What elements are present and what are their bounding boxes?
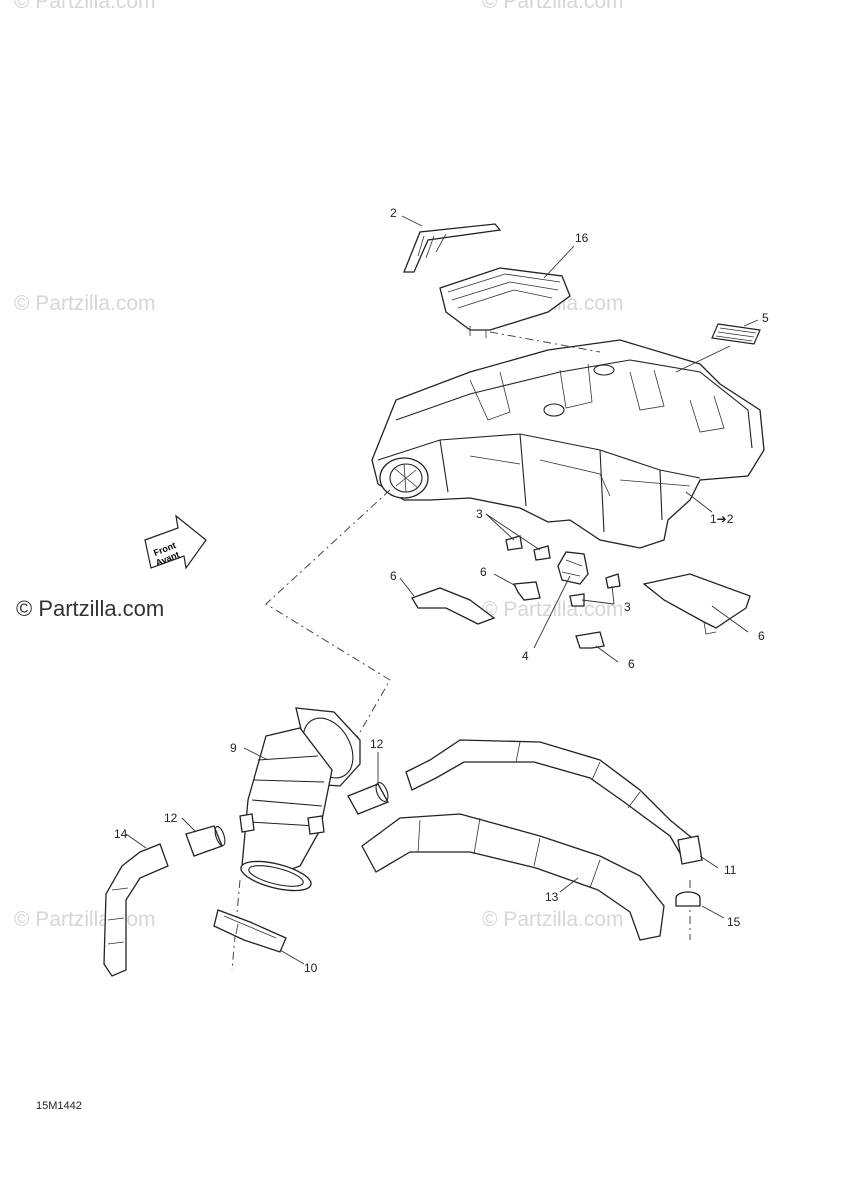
part-12-fittings — [185, 781, 389, 857]
part-6-brackets — [411, 573, 751, 649]
callout-2: 2 — [390, 206, 397, 220]
watermark-mid-left: © Partzilla.com — [14, 292, 156, 315]
callout-6-bottom: 6 — [628, 657, 635, 671]
part-3-clips — [505, 535, 621, 607]
callout-12-right: 12 — [370, 737, 384, 751]
callout-5: 5 — [762, 311, 769, 325]
callout-16: 16 — [575, 231, 589, 245]
callouts: 2 16 5 1➔2 3 3 6 6 6 6 4 9 12 12 14 10 1… — [114, 206, 769, 975]
assembly-centerlines — [231, 331, 691, 971]
callout-10: 10 — [304, 961, 318, 975]
diagram-code: 15M1442 — [36, 1100, 82, 1112]
part-9-intake-boot — [239, 707, 361, 892]
callout-12-left: 12 — [164, 811, 178, 825]
callout-3-upper: 3 — [476, 507, 483, 521]
callout-15: 15 — [727, 915, 741, 929]
part-4-bracket — [557, 551, 589, 585]
part-2-strap — [403, 223, 502, 273]
part-13-hose — [361, 813, 665, 941]
part-15-clamp — [675, 891, 701, 907]
callout-6-left: 6 — [390, 569, 397, 583]
callout-3-lower: 3 — [624, 600, 631, 614]
watermark-top-right: © Partzilla.com — [482, 0, 624, 13]
watermark-top-left: © Partzilla.com — [14, 0, 156, 13]
callout-13: 13 — [545, 890, 559, 904]
callout-11: 11 — [724, 863, 737, 877]
front-direction-arrow: Front Avant — [144, 514, 207, 570]
callout-6-mid: 6 — [480, 565, 487, 579]
callout-14: 14 — [114, 827, 128, 841]
part-10-clamp — [213, 909, 287, 953]
watermark-main: © Partzilla.com — [16, 596, 165, 621]
callout-9: 9 — [230, 741, 237, 755]
leader-lines — [125, 215, 759, 965]
part-14-hose — [103, 843, 169, 977]
callout-6-right: 6 — [758, 629, 765, 643]
part-11-hose — [405, 739, 703, 865]
part-16-filter — [439, 267, 571, 338]
watermark-bottom-right: © Partzilla.com — [482, 908, 624, 931]
callout-1-to-2: 1➔2 — [710, 512, 734, 526]
part-5-decal — [711, 323, 761, 345]
callout-4: 4 — [522, 649, 529, 663]
part-1-airbox — [371, 339, 765, 549]
